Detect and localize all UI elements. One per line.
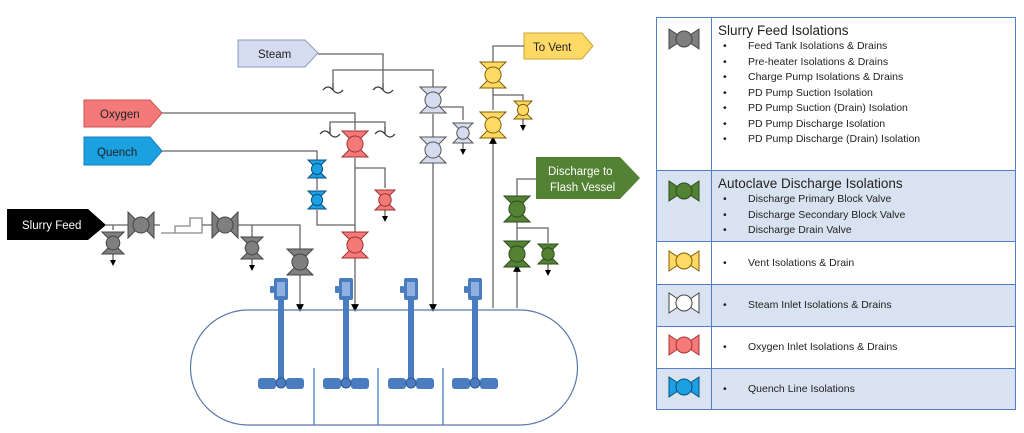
agitator bbox=[258, 278, 304, 389]
legend-title-slurry: Slurry Feed Isolations bbox=[718, 23, 849, 38]
legend-item: Feed Tank Isolations & Drains bbox=[723, 39, 1009, 55]
oxygen-valve bbox=[340, 231, 370, 259]
agitator bbox=[388, 278, 434, 389]
slurry-valve bbox=[285, 248, 315, 276]
quench-label: Quench bbox=[97, 147, 137, 159]
pipes bbox=[106, 45, 549, 312]
legend-item: PD Pump Suction Isolation bbox=[723, 86, 1009, 102]
slurry-valve bbox=[127, 210, 155, 240]
legend-item: Discharge Primary Block Valve bbox=[723, 192, 1009, 208]
steam-valve bbox=[418, 136, 448, 164]
agitator bbox=[452, 278, 498, 389]
slurry-feed-tag: Slurry Feed bbox=[7, 209, 106, 240]
legend-item: Steam Inlet Isolations & Drains bbox=[723, 298, 1009, 314]
to-vent-tag: To Vent bbox=[523, 32, 594, 60]
steam-label: Steam bbox=[258, 49, 291, 61]
legend-title-discharge: Autoclave Discharge Isolations bbox=[718, 176, 903, 191]
legend-row-slurry: Slurry Feed Isolations Feed Tank Isolati… bbox=[656, 17, 1016, 171]
discharge-label-2: Flash Vessel bbox=[550, 182, 615, 194]
discharge-valve bbox=[502, 195, 532, 223]
steam-tag: Steam bbox=[237, 39, 319, 68]
slurry-valve bbox=[100, 231, 126, 266]
legend-row-steam: Steam Inlet Isolations & Drains bbox=[656, 284, 1016, 327]
oxygen-valve bbox=[373, 189, 397, 222]
discharge-valve bbox=[536, 243, 560, 276]
legend-item: Discharge Drain Valve bbox=[723, 223, 1009, 239]
legend-row-vent: Vent Isolations & Drain bbox=[656, 241, 1016, 285]
process-diagram: Steam To Vent Oxygen Quench Slurry Feed … bbox=[7, 32, 640, 426]
oxygen-label: Oxygen bbox=[100, 109, 140, 121]
steam-valve bbox=[418, 86, 448, 114]
quench-tag: Quench bbox=[83, 136, 163, 166]
discharge-valve bbox=[502, 240, 532, 268]
slurry-valve bbox=[211, 210, 239, 240]
vent-valve-icon bbox=[668, 249, 700, 272]
vent-valve bbox=[478, 61, 508, 89]
oxygen-valve bbox=[340, 130, 370, 158]
legend-item: Discharge Secondary Block Valve bbox=[723, 208, 1009, 224]
quench-valve bbox=[306, 159, 328, 179]
legend-row-oxygen: Oxygen Inlet Isolations & Drains bbox=[656, 326, 1016, 369]
oxygen-valve-icon bbox=[668, 334, 700, 356]
legend-list-slurry: Feed Tank Isolations & Drains Pre-heater… bbox=[718, 39, 1009, 148]
legend-item: PD Pump Discharge (Drain) Isolation bbox=[723, 132, 1009, 148]
legend-item: PD Pump Suction (Drain) Isolation bbox=[723, 101, 1009, 117]
legend-row-quench: Quench Line Isolations bbox=[656, 368, 1016, 410]
legend-row-discharge: Autoclave Discharge Isolations Discharge… bbox=[656, 170, 1016, 242]
legend-table: Slurry Feed Isolations Feed Tank Isolati… bbox=[656, 17, 1016, 410]
discharge-label-1: Discharge to bbox=[548, 166, 613, 178]
quench-valve-icon bbox=[668, 375, 700, 398]
vent-valve bbox=[512, 100, 534, 131]
slurry-valve bbox=[239, 236, 265, 271]
slurry-valve-icon bbox=[668, 28, 700, 50]
legend-item: PD Pump Discharge Isolation bbox=[723, 117, 1009, 133]
to-vent-label: To Vent bbox=[533, 42, 572, 54]
legend-item: Quench Line Isolations bbox=[723, 382, 1009, 398]
slurry-feed-label: Slurry Feed bbox=[22, 220, 81, 232]
steam-valve-icon bbox=[668, 292, 700, 314]
autoclave-vessel bbox=[189, 309, 579, 426]
discharge-tag: Discharge to Flash Vessel bbox=[536, 157, 640, 199]
agitator bbox=[323, 278, 369, 389]
oxygen-tag: Oxygen bbox=[83, 99, 163, 128]
quench-valve bbox=[306, 190, 328, 210]
legend-item: Pre-heater Isolations & Drains bbox=[723, 55, 1009, 71]
discharge-valve-icon bbox=[668, 180, 700, 202]
steam-traps bbox=[319, 83, 396, 138]
legend-item: Charge Pump Isolations & Drains bbox=[723, 70, 1009, 86]
legend-icon-cell bbox=[656, 17, 712, 171]
legend-item: Vent Isolations & Drain bbox=[723, 256, 1009, 272]
steam-valve bbox=[451, 122, 475, 155]
vent-valve bbox=[478, 111, 508, 139]
legend-item: Oxygen Inlet Isolations & Drains bbox=[723, 340, 1009, 356]
